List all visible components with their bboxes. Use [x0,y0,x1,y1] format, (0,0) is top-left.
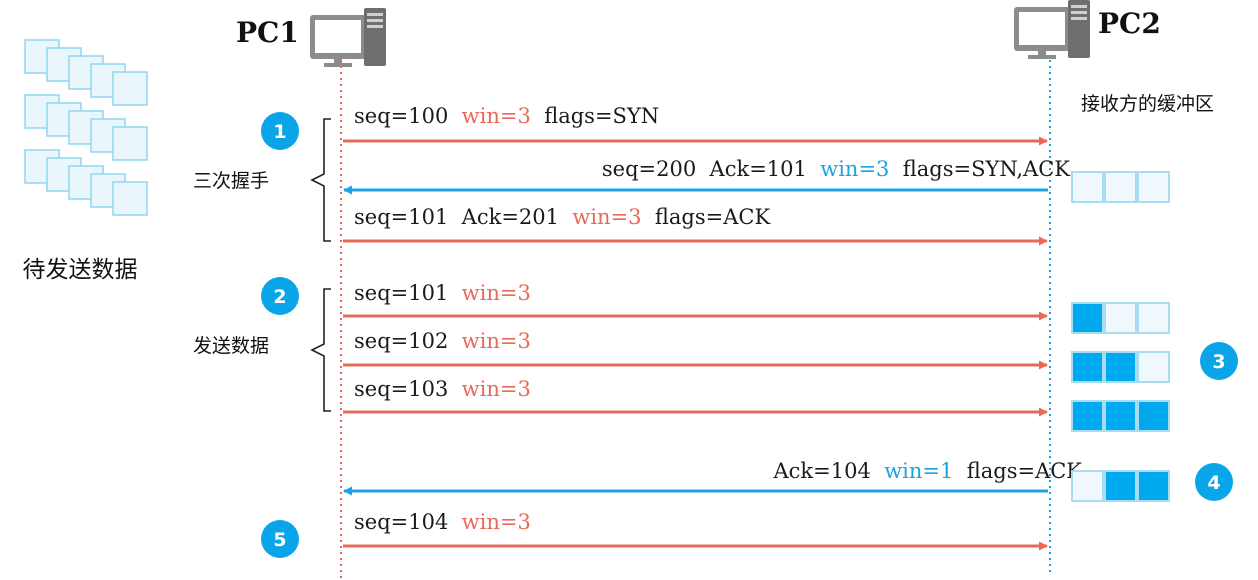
message-field: win=3 [559,205,642,229]
message-list: seq=100 win=3 flags=SYN seq=200 Ack=101 w… [343,104,1083,551]
receiver-buffer-2 [1071,302,1170,334]
message-field: Ack=201 [448,205,559,229]
message-label-4: seq=101 win=3 [354,281,531,305]
buffer-slot-filled [1137,400,1170,432]
buffer-slot-filled [1071,302,1104,334]
pc2-label: PC2 [1098,7,1161,40]
message-4: seq=101 win=3 [343,281,1048,321]
receiver-buffer-3 [1071,351,1170,383]
message-6: seq=103 win=3 [343,377,1048,417]
message-field: seq=101 [354,205,448,229]
message-3: seq=101 Ack=201 win=3 flags=ACK [343,205,1048,246]
svg-text:2: 2 [273,286,286,308]
message-field: flags=ACK [642,205,771,229]
message-label-2: seq=200 Ack=101 win=3 flags=SYN,ACK [602,157,1070,181]
message-2: seq=200 Ack=101 win=3 flags=SYN,ACK [343,157,1070,195]
message-label-5: seq=102 win=3 [354,329,531,353]
message-field: seq=104 [354,510,448,534]
pending-data-stack-icon [24,39,148,216]
message-field: win=3 [448,377,531,401]
message-field: seq=100 [354,104,448,128]
pc2-computer-icon [1014,0,1090,59]
buffer-slot-empty [1137,171,1170,203]
buffer-slot-filled [1104,470,1137,502]
message-field: seq=101 [354,281,448,305]
buffer-slot-empty [1104,171,1137,203]
buffer-slot-filled [1071,400,1104,432]
receiver-buffer-5 [1071,470,1170,502]
message-field: win=3 [448,281,531,305]
handshake-brace [310,118,331,242]
message-5: seq=102 win=3 [343,329,1048,370]
svg-text:4: 4 [1207,472,1220,494]
message-field: flags=ACK [953,459,1082,483]
message-field: seq=103 [354,377,448,401]
svg-text:3: 3 [1212,351,1225,373]
group-label-send-data: 发送数据 [193,335,269,357]
message-field: Ack=101 [696,157,807,181]
message-8: seq=104 win=3 [343,510,1048,551]
buffer-slot-filled [1071,351,1104,383]
message-field: seq=102 [354,329,448,353]
message-field: Ack=104 [773,459,871,483]
buffer-slot-empty [1071,470,1104,502]
step-badge-1: 1 [261,112,299,150]
buffer-slot-empty [1137,302,1170,334]
message-label-3: seq=101 Ack=201 win=3 flags=ACK [354,205,770,229]
pc1-label: PC1 [236,16,299,49]
buffer-slot-filled [1137,470,1170,502]
send-data-brace [310,288,331,412]
message-field: win=3 [448,329,531,353]
message-1: seq=100 win=3 flags=SYN [343,104,1048,146]
pending-data-label: 待发送数据 [23,257,138,283]
buffer-slot-filled [1104,351,1137,383]
message-label-1: seq=100 win=3 flags=SYN [354,104,659,128]
message-label-8: seq=104 win=3 [354,510,531,534]
message-7: Ack=104 win=1 flags=ACK [343,459,1083,496]
svg-text:5: 5 [273,529,286,551]
receiver-buffer-1 [1071,171,1170,203]
message-field: win=1 [871,459,954,483]
receiver-buffer-label: 接收方的缓冲区 [1081,93,1214,115]
svg-text:1: 1 [273,121,286,143]
buffer-slot-filled [1104,400,1137,432]
message-field: flags=SYN [531,104,659,128]
step-badge-2: 2 [261,277,299,315]
buffer-slot-empty [1071,171,1104,203]
step-badge-3: 3 [1200,342,1238,380]
message-label-6: seq=103 win=3 [354,377,531,401]
step-badge-5: 5 [261,520,299,558]
group-label-handshake: 三次握手 [193,170,269,192]
message-field: win=3 [807,157,890,181]
buffer-slot-empty [1104,302,1137,334]
message-field: win=3 [448,104,531,128]
pc1-computer-icon [310,8,386,67]
buffer-slot-empty [1137,351,1170,383]
message-field: win=3 [448,510,531,534]
message-field: seq=200 [602,157,696,181]
step-badge-4: 4 [1195,463,1233,501]
message-field: flags=SYN,ACK [889,157,1070,181]
receiver-buffer-list [1071,171,1170,502]
receiver-buffer-4 [1071,400,1170,432]
message-label-7: Ack=104 win=1 flags=ACK [773,459,1083,483]
